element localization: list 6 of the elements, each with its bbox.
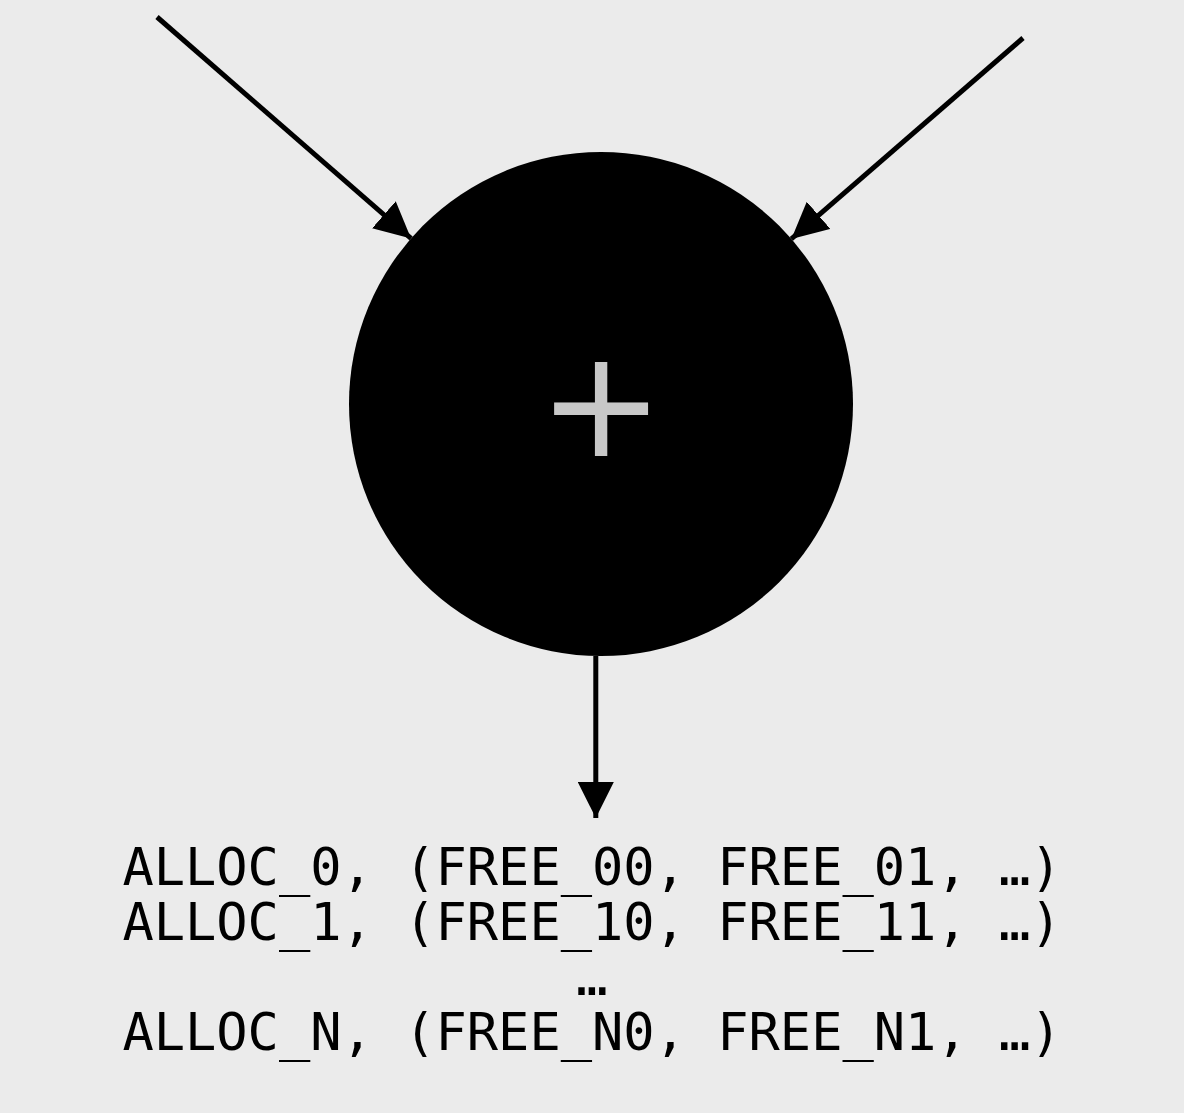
code-text: ALLOC_N, (FREE_N0, FREE_N1, …) (122, 1002, 1062, 1062)
plus-symbol: + (538, 329, 664, 479)
code-text: ALLOC_0, (FREE_00, FREE_01, …) (122, 837, 1062, 897)
arrow (577, 655, 614, 818)
arrow (155, 15, 413, 241)
arrow (789, 36, 1025, 241)
